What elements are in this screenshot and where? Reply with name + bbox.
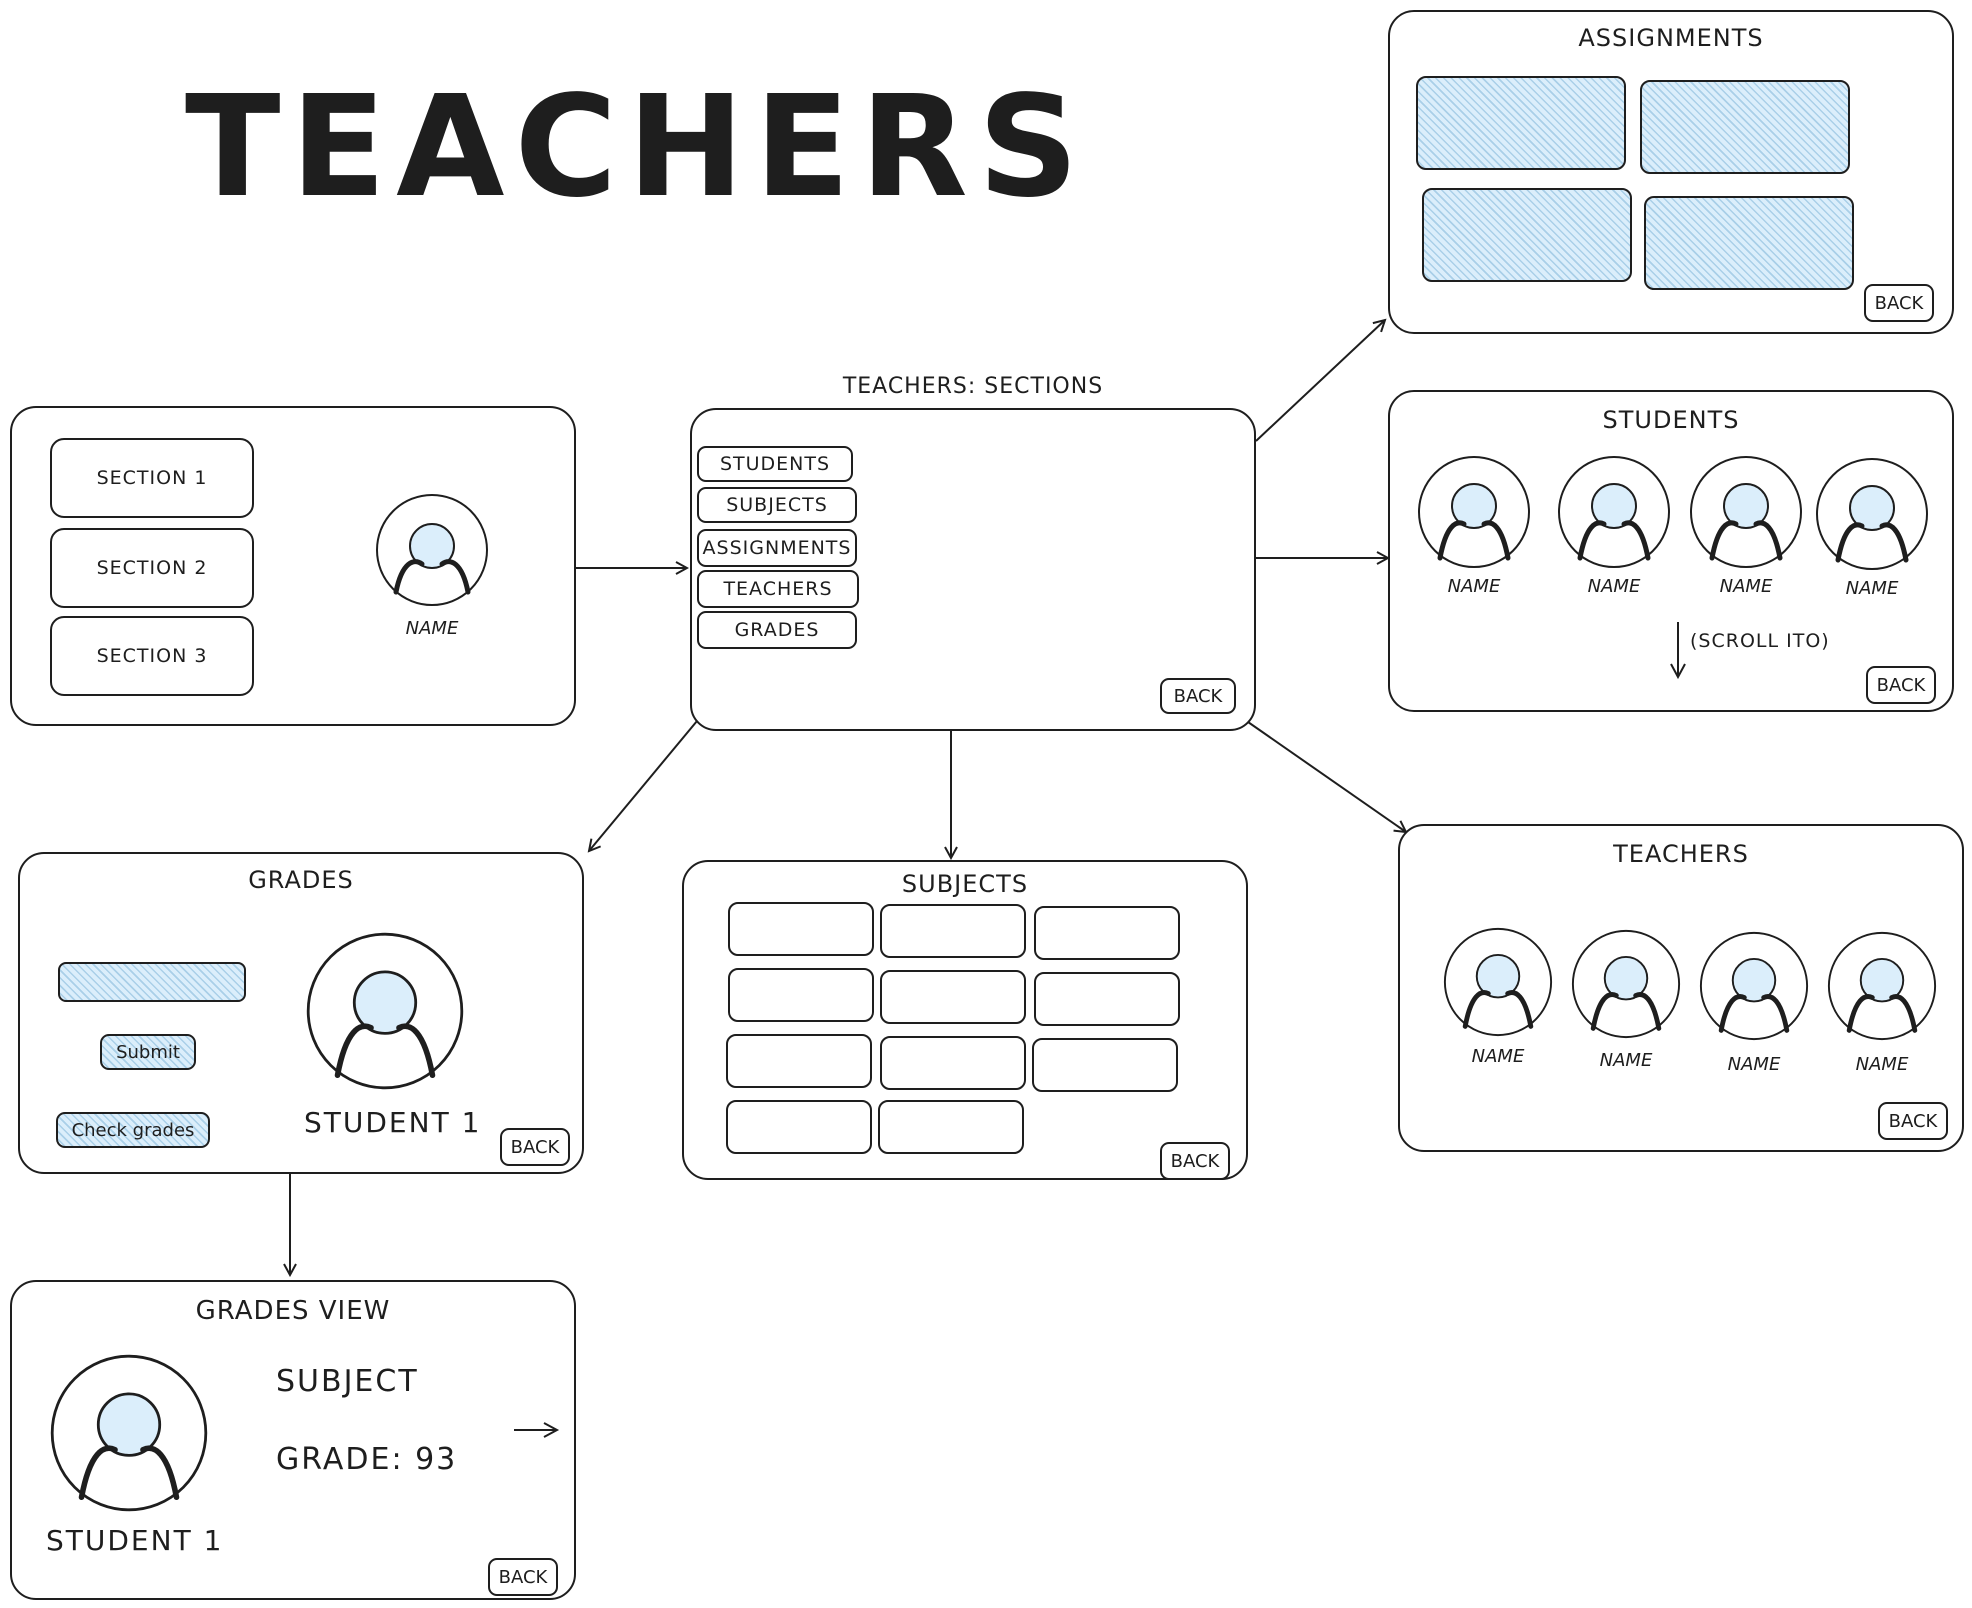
students-panel: STUDENTS NAME NAME NAME NAME (SCROLL ITO…: [1388, 390, 1954, 712]
grades-view-panel: GRADES VIEW STUDENT 1 SUBJECT GRADE: 93 …: [10, 1280, 576, 1600]
menu-subjects-button[interactable]: SUBJECTS: [697, 487, 857, 523]
back-button[interactable]: BACK: [1160, 1142, 1230, 1180]
subject-card[interactable]: [728, 968, 874, 1022]
next-arrow-icon[interactable]: [512, 1420, 560, 1440]
grade-input[interactable]: [58, 962, 246, 1002]
sections-panel: STUDENTS SUBJECTS ASSIGNMENTS TEACHERS G…: [690, 408, 1256, 731]
subject-card[interactable]: [880, 904, 1026, 958]
student-name: STUDENT 1: [46, 1524, 224, 1557]
check-grades-button[interactable]: Check grades: [56, 1112, 210, 1148]
teacher-name-label: NAME: [1727, 1054, 1781, 1075]
arrow-to-assignments: [1255, 320, 1385, 442]
grades-panel: GRADES Submit Check grades STUDENT 1 BAC…: [18, 852, 584, 1174]
teacher-avatar-icon: [1570, 928, 1682, 1040]
subjects-panel: SUBJECTS BACK: [682, 860, 1248, 1180]
student-avatar-icon: [1416, 454, 1532, 570]
subject-card[interactable]: [878, 1100, 1024, 1154]
teacher-avatar-icon: [1442, 926, 1554, 1038]
assignment-card[interactable]: [1422, 188, 1632, 282]
back-button[interactable]: BACK: [1866, 666, 1936, 704]
menu-grades-button[interactable]: GRADES: [697, 611, 857, 649]
student-name: STUDENT 1: [304, 1106, 482, 1139]
subject-card[interactable]: [1034, 972, 1180, 1026]
subjects-title: SUBJECTS: [901, 870, 1029, 898]
arrow-to-grades: [589, 720, 698, 851]
student-avatar-icon: [1688, 454, 1804, 570]
subject-card[interactable]: [728, 902, 874, 956]
subject-card[interactable]: [880, 970, 1026, 1024]
student-avatar-icon: [1814, 456, 1930, 572]
section-3-button[interactable]: SECTION 3: [50, 616, 254, 696]
students-title: STUDENTS: [1602, 406, 1740, 434]
subject-card[interactable]: [726, 1034, 872, 1088]
back-button[interactable]: BACK: [500, 1128, 570, 1166]
arrow-to-teachers: [1247, 721, 1406, 832]
assignment-card[interactable]: [1644, 196, 1854, 290]
teacher-avatar-icon: [1826, 930, 1938, 1042]
subject-card[interactable]: [1034, 906, 1180, 960]
teacher-avatar-icon: [1698, 930, 1810, 1042]
user-avatar-icon: [374, 492, 490, 608]
student-name-label: NAME: [1845, 578, 1899, 599]
avatar-name-label: NAME: [405, 618, 459, 639]
section-1-button[interactable]: SECTION 1: [50, 438, 254, 518]
page-title: TEACHERS: [185, 66, 1089, 229]
subject-card[interactable]: [1032, 1038, 1178, 1092]
subject-label: SUBJECT: [276, 1364, 419, 1399]
teacher-name-label: NAME: [1855, 1054, 1909, 1075]
assignment-card[interactable]: [1640, 80, 1850, 174]
back-button[interactable]: BACK: [1878, 1102, 1948, 1140]
submit-button[interactable]: Submit: [100, 1034, 196, 1070]
back-button[interactable]: BACK: [488, 1558, 558, 1596]
menu-teachers-button[interactable]: TEACHERS: [697, 570, 859, 608]
teacher-name-label: NAME: [1599, 1050, 1653, 1071]
grade-value: GRADE: 93: [276, 1442, 458, 1477]
student-name-label: NAME: [1587, 576, 1641, 597]
subject-card[interactable]: [726, 1100, 872, 1154]
menu-students-button[interactable]: STUDENTS: [697, 446, 853, 482]
scroll-hint: (SCROLL ITO): [1690, 630, 1830, 652]
teachers-panel: TEACHERS NAME NAME NAME NAME BACK: [1398, 824, 1964, 1152]
scroll-down-arrow-icon: [1670, 622, 1686, 680]
assignments-panel: ASSIGNMENTS BACK: [1388, 10, 1954, 334]
assignments-title: ASSIGNMENTS: [1578, 24, 1764, 52]
back-button[interactable]: BACK: [1160, 678, 1236, 714]
teacher-name-label: NAME: [1471, 1046, 1525, 1067]
grades-title: GRADES: [248, 866, 354, 894]
home-panel: SECTION 1 SECTION 2 SECTION 3 NAME: [10, 406, 576, 726]
student-avatar-icon: [48, 1352, 210, 1514]
teachers-title: TEACHERS: [1613, 840, 1749, 868]
student-avatar-icon: [304, 930, 466, 1092]
subject-card[interactable]: [880, 1036, 1026, 1090]
menu-assignments-button[interactable]: ASSIGNMENTS: [697, 529, 857, 567]
assignment-card[interactable]: [1416, 76, 1626, 170]
grades-view-title: GRADES VIEW: [195, 1296, 391, 1326]
student-name-label: NAME: [1719, 576, 1773, 597]
sections-panel-title: TEACHERS: SECTIONS: [842, 374, 1104, 399]
student-avatar-icon: [1556, 454, 1672, 570]
student-name-label: NAME: [1447, 576, 1501, 597]
back-button[interactable]: BACK: [1864, 284, 1934, 322]
section-2-button[interactable]: SECTION 2: [50, 528, 254, 608]
